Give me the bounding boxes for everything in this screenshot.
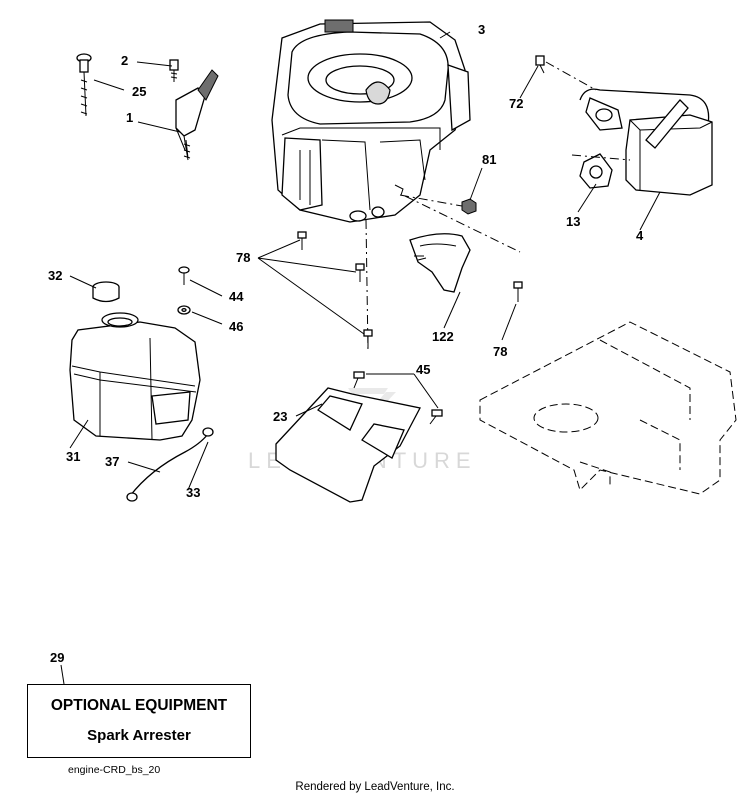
frame-phantom-part	[479, 321, 737, 495]
callout-13: 13	[566, 214, 580, 229]
callout-25: 25	[132, 84, 146, 99]
spark-arrester-label: Spark Arrester	[87, 727, 191, 744]
callout-44: 44	[229, 289, 244, 304]
nut-81-part	[461, 198, 477, 215]
screw-45-part	[353, 371, 443, 425]
throttle-control-part	[169, 59, 219, 161]
fuel-cap-part	[92, 281, 120, 303]
callout-33: 33	[186, 485, 200, 500]
callout-31: 31	[66, 449, 80, 464]
callout-32: 32	[48, 268, 62, 283]
diagram-code: engine-CRD_bs_20	[68, 764, 161, 776]
optional-equipment-title: OPTIONAL EQUIPMENT	[50, 697, 228, 714]
callout-78-left: 78	[236, 250, 250, 265]
callout-37: 37	[105, 454, 119, 469]
bolt-72-part	[535, 55, 545, 74]
engine-part	[271, 19, 471, 223]
callout-122: 122	[432, 329, 454, 344]
footer-credit: Rendered by LeadVenture, Inc.	[295, 781, 455, 793]
mounting-plate-part	[275, 387, 421, 503]
callout-72: 72	[509, 96, 523, 111]
callout-2: 2	[121, 53, 128, 68]
bolt-78d-part	[513, 281, 523, 302]
engine-side-line	[404, 195, 521, 253]
callout-3: 3	[478, 22, 485, 37]
washer-46-part	[177, 305, 191, 315]
bolt-72-line	[545, 61, 597, 91]
muffler-part	[579, 88, 713, 196]
leader-lines	[60, 31, 661, 685]
fuel-line-part	[126, 427, 214, 502]
heat-shield-part	[409, 233, 471, 293]
fuel-tank-part	[69, 312, 201, 441]
engine-nut-line	[399, 194, 463, 207]
callout-45: 45	[416, 362, 430, 377]
gasket-13-part	[579, 153, 613, 189]
callout-1: 1	[126, 110, 133, 125]
callout-29: 29	[50, 650, 64, 665]
bolt-78b-part	[355, 263, 365, 282]
bolt-78a-part	[297, 231, 307, 250]
callout-4: 4	[636, 228, 644, 243]
callout-46: 46	[229, 319, 243, 334]
knob-25-part	[76, 53, 92, 117]
screw-44-part	[178, 266, 190, 285]
bolt-78c-part	[363, 329, 373, 348]
callout-23: 23	[273, 409, 287, 424]
callout-81: 81	[482, 152, 496, 167]
optional-equipment-box: OPTIONAL EQUIPMENT Spark Arrester	[27, 684, 251, 758]
callout-78-right: 78	[493, 344, 507, 359]
engine-axis-line	[365, 219, 369, 353]
